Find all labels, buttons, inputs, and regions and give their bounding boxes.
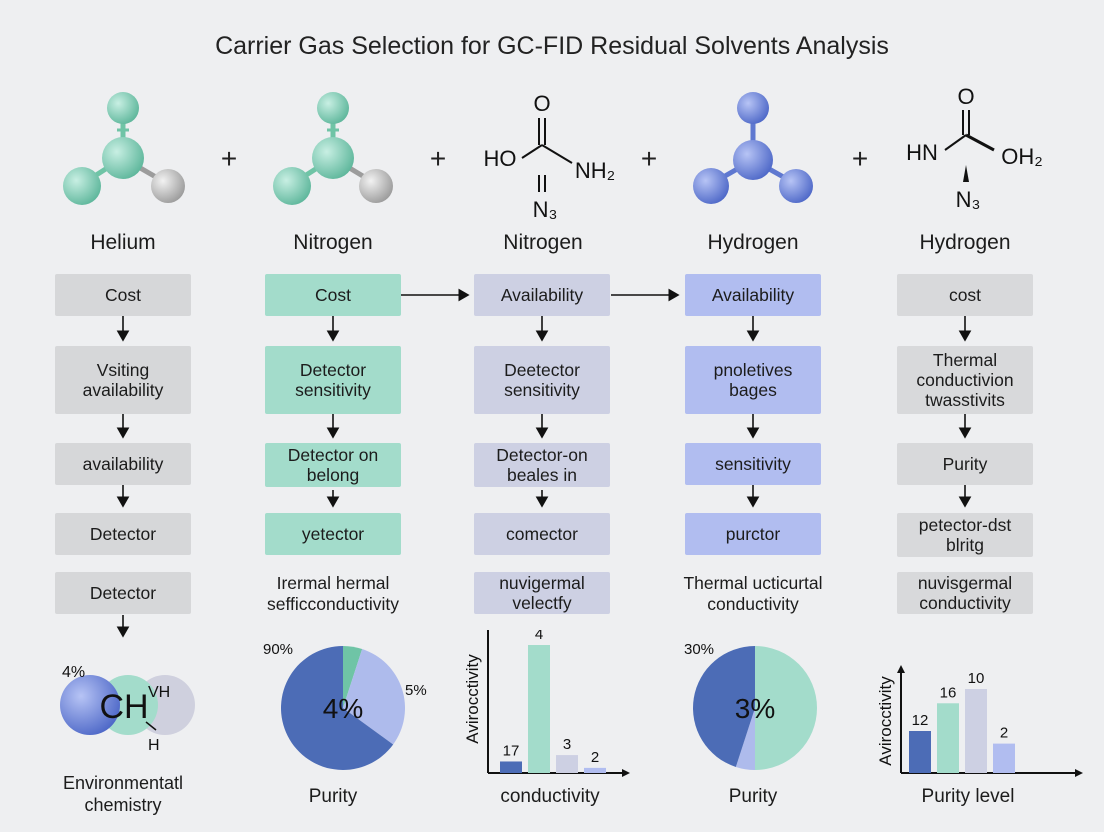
bar [584,767,606,773]
bar [965,689,987,773]
bar-value-label: 3 [563,736,571,753]
pie-data-label: 5% [405,682,427,699]
atom-label: HO [484,146,517,171]
sphere-blue-icon [60,675,120,735]
bottom-label: conductivity [500,786,600,807]
structural-formula-icon: O HN OH₂ N₃ [906,84,1043,212]
plus-sign: + [852,143,868,174]
gas-name-nitrogen: Nitrogen [293,231,373,254]
venn-center-label: CH [99,688,148,726]
pie-data-label: 90% [263,641,293,658]
atom-label: O [957,84,974,109]
pie-chart-2: 3% 30% [684,641,817,770]
caption: Thermal ucticurtal conductivity [683,573,823,614]
plus-sign: + [430,143,446,174]
arrow-right-icon [622,769,630,777]
gas-name-hydrogen-2: Hydrogen [919,231,1011,254]
pie-center-label: 3% [735,693,775,724]
bar [993,743,1015,773]
plus-sign: + [221,143,237,174]
bar [500,761,522,773]
arrow-right-icon [1075,769,1083,777]
y-axis-label: Avirocctivity [876,676,895,766]
bar-value-label: 12 [912,712,929,729]
flow-box: cost [897,274,1033,316]
pie-chart-1: 4% 90% 5% [263,641,427,770]
flow-box: Deetector sensitivity [474,346,610,414]
pie-slice [343,649,405,745]
flow-box: Detector [55,513,191,555]
bar-value-label: 2 [591,749,599,766]
bar-chart-2: Avirocctivity 12 16 10 2 [876,665,1083,777]
structural-formula-icon: O HO NH₂ N₃ [484,91,616,222]
flow-box: petector-dst blritg [897,513,1033,557]
flow-box: availability [55,443,191,485]
flow-box: nuvisgermal conductivity [897,572,1033,614]
flow-box: Cost [265,274,401,316]
pie-center-label: 4% [323,693,363,724]
arrow-up-icon [897,665,905,673]
flow-box: Availability [474,274,610,316]
nitrogen-molecule-icon [273,92,393,205]
flow-box: Detector on belong [265,443,401,487]
flow-box: Thermal conductivion twasstivits [897,346,1033,414]
bar [937,703,959,773]
atom-label: N₃ [533,197,558,222]
bar-value-label: 17 [503,742,520,759]
atom-label: N₃ [956,187,981,212]
bar-value-label: 2 [1000,725,1008,742]
atom-label: O [533,91,550,116]
atom-label: HN [906,140,938,165]
gas-name-nitrogen-2: Nitrogen [503,231,583,254]
helium-molecule-icon [63,92,185,205]
flow-box: Detector-on beales in [474,443,610,487]
pie-slice [343,646,363,708]
bar-value-label: 4 [535,630,543,643]
flow-box: Cost [55,274,191,316]
pie-slice [755,646,817,770]
flow-box: Detector sensitivity [265,346,401,414]
venn-label-h: H [148,737,160,754]
flow-box: Detector [55,572,191,614]
flow-box: sensitivity [685,443,821,485]
pie-slice [693,646,755,767]
bar-value-label: 16 [940,684,957,701]
bottom-label: Environmentatl chemistry [62,773,184,815]
molecules-row: + + O HO NH₂ N₃ + + O HN [63,84,1043,222]
pie-slice [735,708,755,770]
venn-pct: 4% [62,664,85,681]
plus-sign: + [641,143,657,174]
flow-box: Purity [897,443,1033,485]
flow-box: Vsiting availability [55,346,191,414]
flow-box: nuvigermal velectfy [474,572,610,614]
bar [528,645,550,773]
bar-chart-1: Avirocctivity 17 4 3 2 [463,630,630,777]
bar [909,731,931,773]
gas-name-hydrogen: Hydrogen [707,231,799,254]
flow-box: yetector [265,513,401,555]
caption: Irermal hermal sefficconductivity [267,573,399,614]
venn-label-vh: VH [148,684,170,701]
y-axis-label: Avirocctivity [463,654,482,744]
bar [556,755,578,773]
bar-value-label: 10 [968,670,985,687]
flow-box: Availability [685,274,821,316]
flow-box: pnoletives bages [685,346,821,414]
bottom-label: Purity [728,786,778,807]
flow-box: purctor [685,513,821,555]
atom-label: NH₂ [575,158,615,183]
bottom-label: Purity level [921,786,1015,807]
page-title: Carrier Gas Selection for GC-FID Residua… [215,32,889,60]
hydrogen-molecule-icon [693,92,813,204]
venn-diagram: 4% CH VH H [60,664,195,754]
pie-slice [281,646,394,770]
bottom-label: Purity [308,786,358,807]
atom-label: OH₂ [1001,144,1043,169]
flow-box: comector [474,513,610,555]
gas-name-helium: Helium [90,231,156,254]
pie-data-label: 30% [684,641,714,658]
